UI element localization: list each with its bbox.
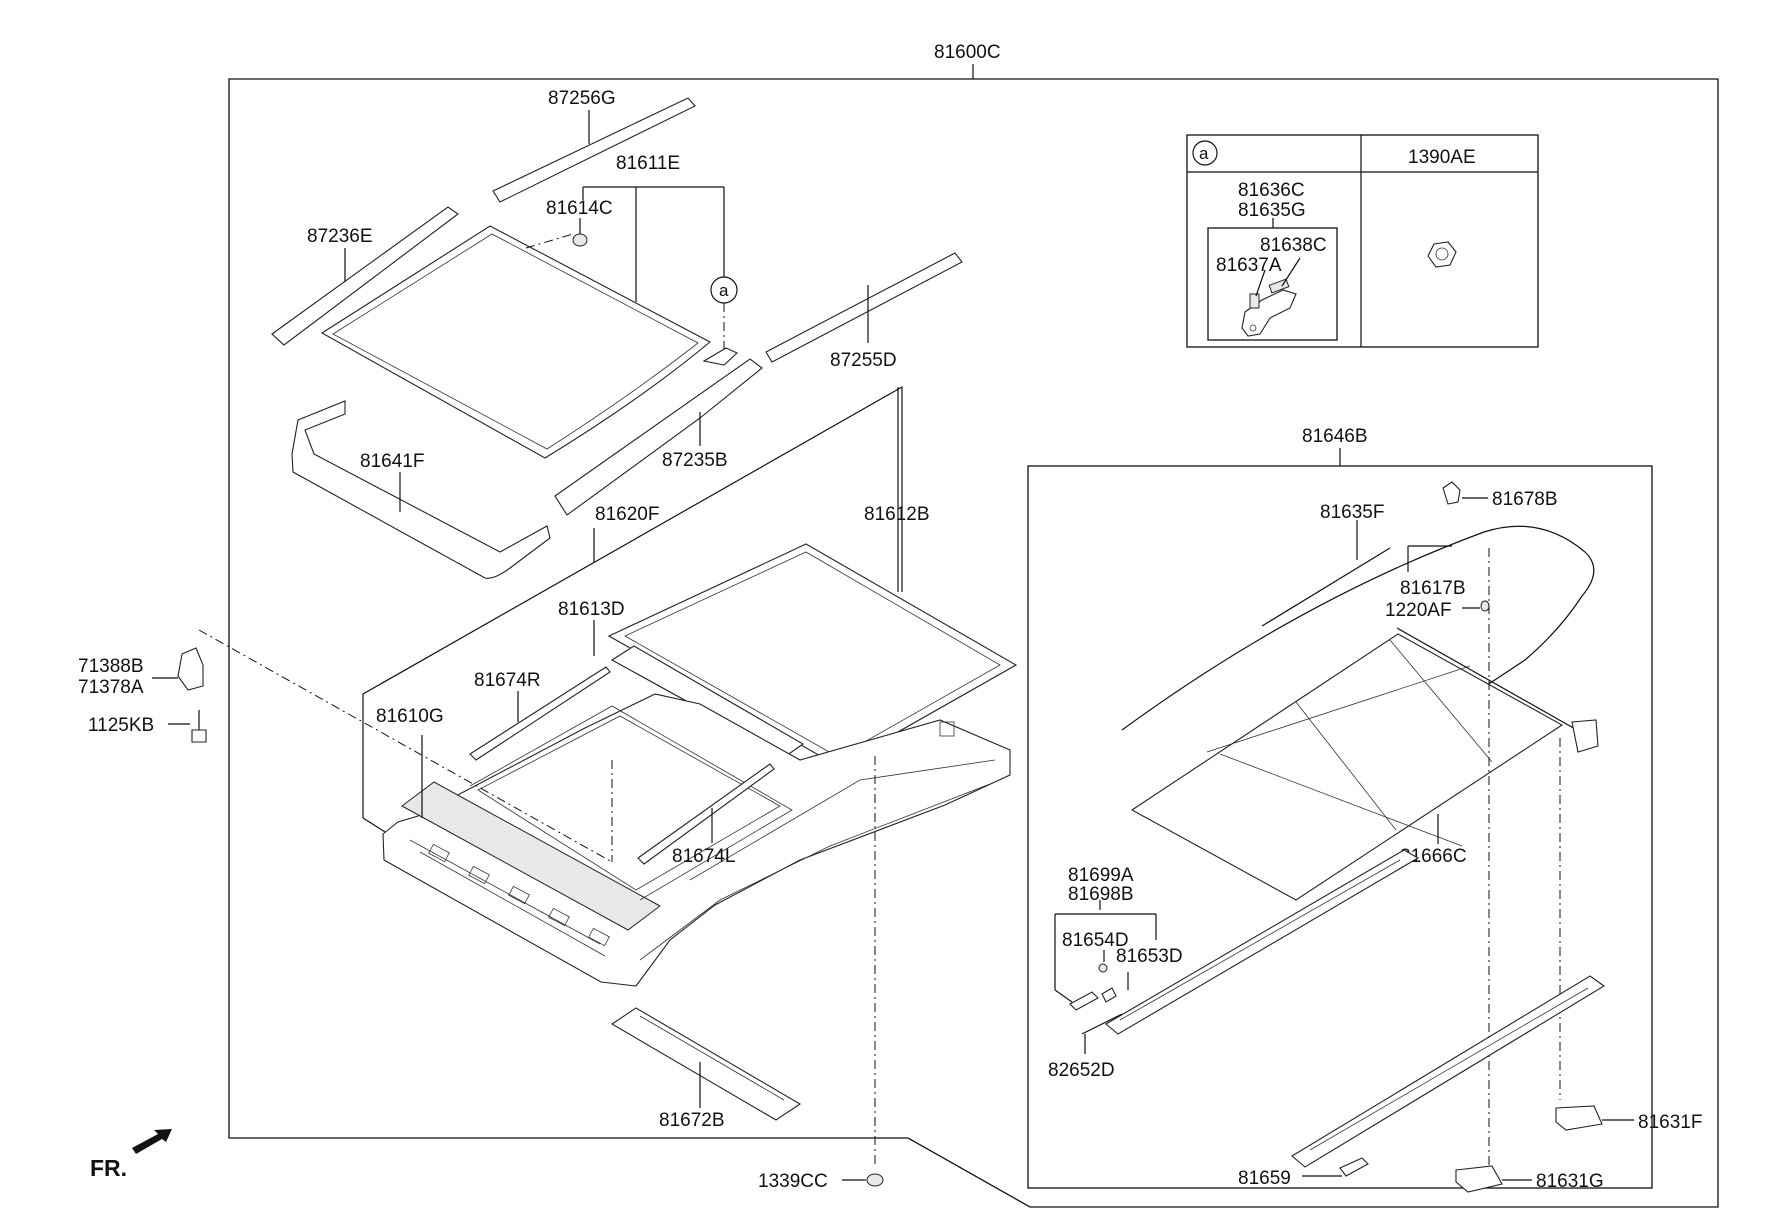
part-label-81600C: 81600C <box>934 42 1001 63</box>
glass-frame-81641F <box>291 400 551 579</box>
part-label-87255D: 87255D <box>830 350 897 371</box>
bracket-81631G <box>1455 1165 1532 1193</box>
part-label-81635F: 81635F <box>1320 502 1384 523</box>
part-label-81636C: 81636C <box>1238 180 1305 201</box>
mounting-frame-81620F <box>362 385 903 833</box>
guide-line <box>198 629 613 863</box>
part-label-1390AE: 1390AE <box>1408 147 1476 168</box>
callout-a-marker: a <box>719 281 729 300</box>
part-label-1339CC: 1339CC <box>758 1171 828 1192</box>
pad-81659 <box>1302 1157 1369 1177</box>
clip-81614C <box>525 218 588 249</box>
main-assembly-frame <box>228 64 1719 1208</box>
part-label-81611E: 81611E <box>616 153 680 174</box>
part-label-87236E: 87236E <box>307 226 373 247</box>
part-label-81674L: 81674L <box>672 846 735 867</box>
roof-molding-87256G <box>492 97 696 203</box>
part-label-81674R: 81674R <box>474 670 541 691</box>
inset-a-marker: a <box>1199 144 1209 163</box>
part-label-81612B: 81612B <box>864 504 930 525</box>
front-direction-label: FR. <box>90 1155 127 1181</box>
guide-81617B <box>1407 545 1452 572</box>
part-label-81613D: 81613D <box>558 599 625 620</box>
screw-1220AF <box>1462 600 1490 612</box>
part-label-81699A: 81699A <box>1068 865 1134 886</box>
part-label-81631F: 81631F <box>1638 1112 1702 1133</box>
sunshade-assembly-frame <box>1027 448 1653 1189</box>
part-label-1220AF: 1220AF <box>1385 600 1452 621</box>
part-label-87256G: 87256G <box>548 88 616 109</box>
bracket-group-81699A <box>1054 900 1157 1054</box>
inset-table <box>1186 134 1539 348</box>
part-label-81653D: 81653D <box>1116 946 1183 967</box>
part-label-81659: 81659 <box>1238 1168 1291 1189</box>
part-label-81620F: 81620F <box>595 504 659 525</box>
part-label-87235B: 87235B <box>662 450 728 471</box>
nut-1339CC <box>842 1173 884 1187</box>
part-label-71378A: 71378A <box>78 677 144 698</box>
drain-seal-81674L <box>637 763 775 865</box>
part-label-82652D: 82652D <box>1048 1060 1115 1081</box>
roof-molding-87255D <box>765 252 963 363</box>
roof-molding-87235B <box>554 358 763 516</box>
part-label-81698B: 81698B <box>1068 884 1134 905</box>
part-label-81672B: 81672B <box>659 1110 725 1131</box>
guide-rail-rear <box>1291 975 1605 1168</box>
part-label-1125KB: 1125KB <box>88 715 154 736</box>
guide-rail-front <box>1105 849 1420 1035</box>
part-label-81617B: 81617B <box>1400 578 1466 599</box>
sunshade-81666C <box>1130 627 1599 901</box>
part-label-81637A: 81637A <box>1216 255 1282 276</box>
part-label-81614C: 81614C <box>546 198 613 219</box>
motor-81678B <box>1442 481 1488 505</box>
rear-trim-81672B <box>610 1007 802 1121</box>
part-label-81654D: 81654D <box>1062 930 1129 951</box>
drain-seal-81674R <box>469 666 611 761</box>
part-label-81678B: 81678B <box>1492 489 1558 510</box>
roof-frame-81610G <box>382 693 1011 1168</box>
part-label-81610G: 81610G <box>376 706 444 727</box>
part-label-71388B: 71388B <box>78 656 144 677</box>
roof-molding-87236E <box>271 206 459 346</box>
bolt-1125KB <box>168 710 207 743</box>
part-label-81666C: 81666C <box>1400 846 1467 867</box>
front-direction-arrow-icon <box>132 1129 172 1154</box>
part-label-81641F: 81641F <box>360 451 424 472</box>
part-label-81638C: 81638C <box>1260 235 1327 256</box>
part-label-81635G: 81635G <box>1238 200 1306 221</box>
part-label-81646B: 81646B <box>1302 426 1368 447</box>
glass-panel-81611E <box>320 186 738 459</box>
part-label-81631G: 81631G <box>1536 1171 1604 1192</box>
bracket-81631F <box>1555 1105 1634 1131</box>
bracket-71388B <box>152 647 204 691</box>
